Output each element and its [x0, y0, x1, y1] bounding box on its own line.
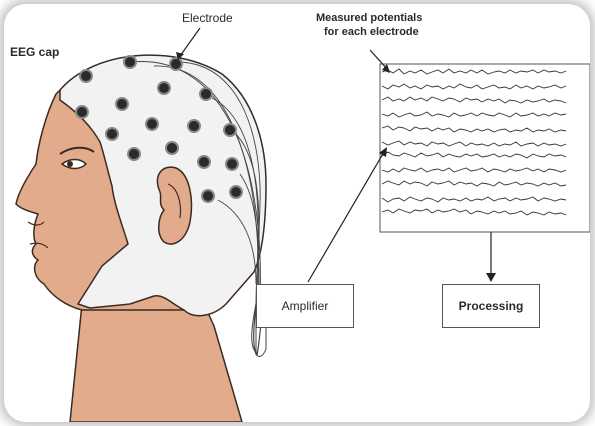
processing-label: Processing [459, 299, 524, 313]
figure-card: EEG cap Electrode Measured potentials fo… [4, 4, 590, 422]
amplifier-box: Amplifier [256, 284, 354, 328]
processing-box: Processing [442, 284, 540, 328]
electrode-label: Electrode [182, 12, 233, 25]
measured-potentials-label: Measured potentials [316, 12, 422, 25]
signal-panel [380, 64, 590, 232]
neck [70, 304, 242, 422]
eeg-cap-label: EEG cap [10, 46, 59, 59]
amplifier-label: Amplifier [282, 299, 329, 313]
eeg-diagram [4, 4, 590, 422]
ear [157, 167, 191, 244]
for-each-electrode-label: for each electrode [324, 26, 419, 39]
